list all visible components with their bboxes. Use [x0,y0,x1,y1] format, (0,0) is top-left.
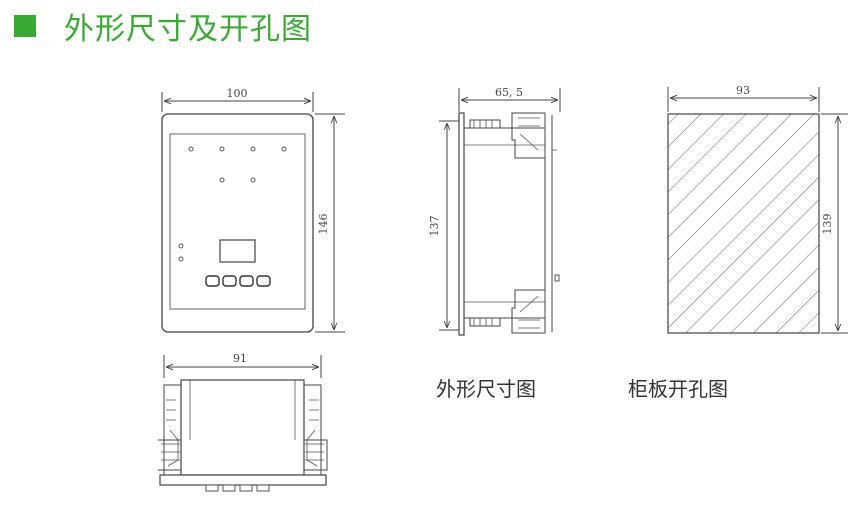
cutout-width-label: 93 [736,84,750,97]
cutout-caption: 柜板开孔图 [628,377,728,401]
front-view: 100 146 [161,87,345,333]
front-height-label: 146 [317,214,330,235]
green-square-icon [14,15,36,37]
cutout-view: 93 139 [667,84,848,334]
side-height-label: 137 [428,216,441,237]
bottom-width-label: 91 [233,352,247,365]
side-width-label: 65, 5 [495,86,523,99]
side-view: 65, 5 137 [428,86,561,336]
display-window [219,239,256,263]
section-title: 外形尺寸及开孔图 [64,12,312,47]
section-header: 外形尺寸及开孔图 [14,6,312,47]
bottom-view: 91 [158,352,328,492]
front-width-label: 100 [227,87,248,100]
outline-caption: 外形尺寸图 [436,377,536,401]
cutout-height-label: 139 [821,214,834,235]
cutout-hatch-area [667,113,820,334]
